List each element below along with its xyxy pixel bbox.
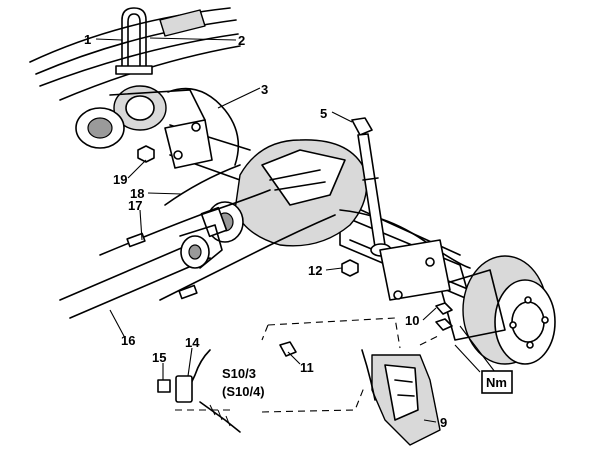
callout-9: 9 <box>440 415 447 430</box>
callout-11: 11 <box>300 360 314 375</box>
callout-5: 5 <box>320 106 327 121</box>
callout-19: 19 <box>113 172 127 187</box>
callout-labels: 1 2 3 5 19 18 17 12 16 10 11 14 15 9 S10… <box>84 32 447 430</box>
propeller-shaft <box>59 224 223 319</box>
callout-15: 15 <box>152 350 166 365</box>
abs-sensor-assembly <box>361 349 441 446</box>
bolt-10 <box>435 302 453 331</box>
bolt-11 <box>279 341 297 357</box>
assembly-dashed-lines <box>175 317 441 413</box>
callout-17: 17 <box>128 198 142 213</box>
u-bolt <box>115 7 153 75</box>
torque-badge-label: Nm <box>486 375 507 390</box>
spring-seat <box>75 85 206 149</box>
spring-plate-left <box>164 119 213 169</box>
callout-14: 14 <box>185 335 200 350</box>
model-note-line1: S10/3 <box>222 366 256 381</box>
nut-19 <box>137 145 155 163</box>
callout-10: 10 <box>405 313 419 328</box>
callout-3: 3 <box>261 82 268 97</box>
callout-12: 12 <box>308 263 322 278</box>
callout-2: 2 <box>238 33 245 48</box>
nut-12 <box>341 259 359 277</box>
torque-badge: Nm <box>481 370 513 394</box>
brake-drum <box>439 255 556 365</box>
callout-1: 1 <box>84 32 91 47</box>
differential-carrier <box>200 139 368 247</box>
sensor-lead <box>157 349 241 433</box>
callout-16: 16 <box>121 333 135 348</box>
leader-lines <box>95 37 496 423</box>
model-note-line2: (S10/4) <box>222 384 265 399</box>
brake-cables <box>99 164 336 301</box>
callout-18: 18 <box>130 186 144 201</box>
spring-plate-right <box>379 239 451 301</box>
